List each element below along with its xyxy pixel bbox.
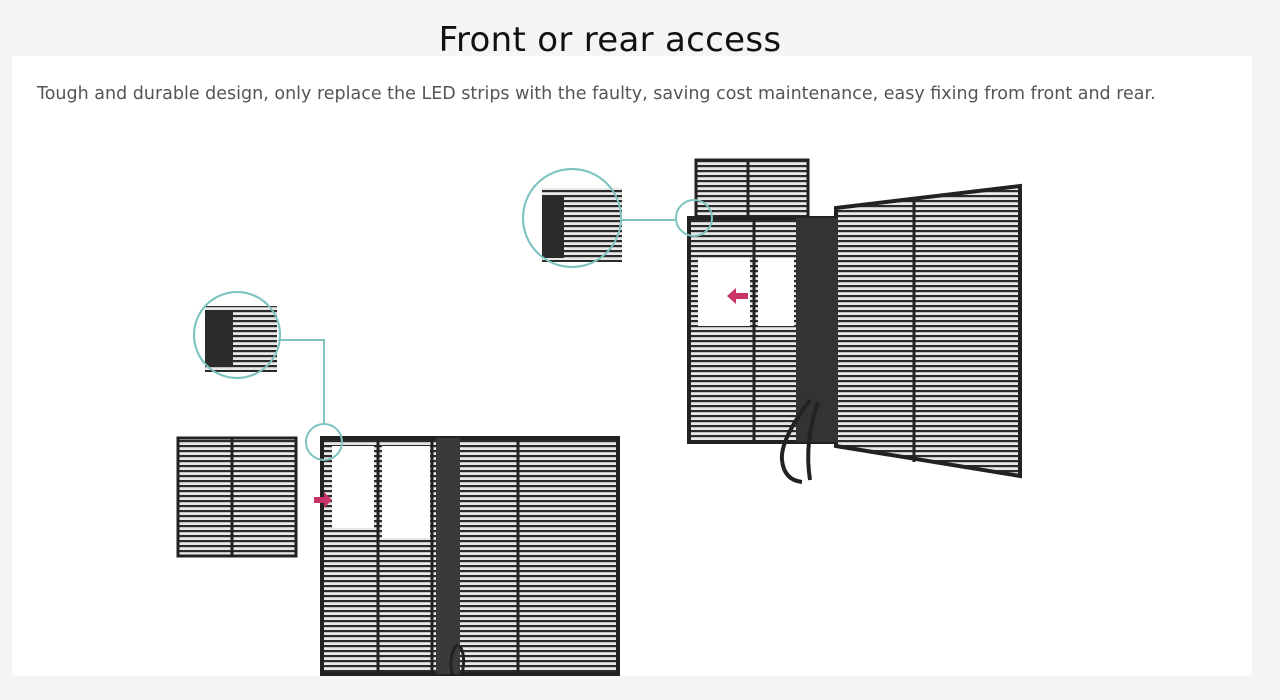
empty-slot xyxy=(332,446,374,528)
cabinet-side xyxy=(834,183,1022,479)
front-access-panel xyxy=(176,291,620,676)
control-box xyxy=(436,438,460,674)
empty-slot xyxy=(698,258,750,326)
feature-description: Tough and durable design, only replace t… xyxy=(37,84,1156,104)
rear-access-panel xyxy=(522,158,1022,484)
removed-module xyxy=(176,436,298,558)
empty-slot xyxy=(758,258,794,326)
removed-module xyxy=(694,158,810,222)
arrow-right-icon xyxy=(314,492,332,508)
empty-slot xyxy=(382,446,430,538)
page-title: Front or rear access xyxy=(438,20,782,60)
arrow-left-icon xyxy=(727,288,748,304)
